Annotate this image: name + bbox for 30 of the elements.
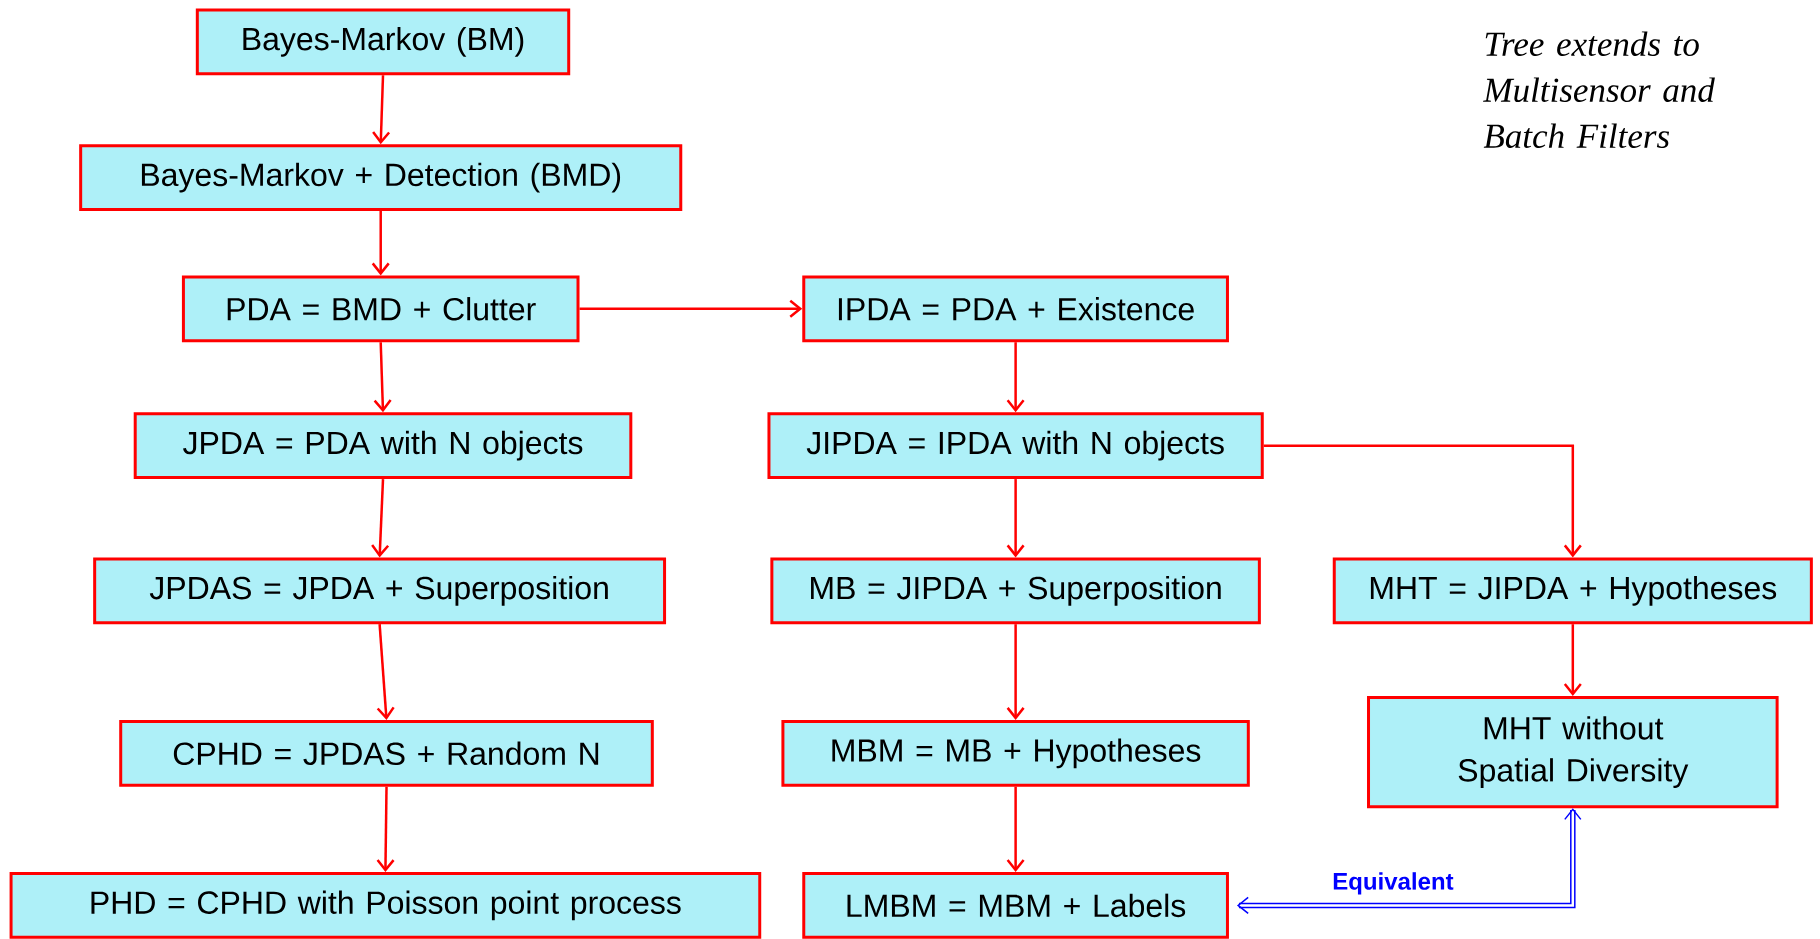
process-box: LMBM = MBM + Labels — [802, 872, 1229, 939]
arrow — [373, 342, 392, 413]
arrow — [371, 211, 390, 276]
arrow — [1006, 786, 1025, 872]
arrow — [371, 479, 390, 558]
arrow — [376, 624, 395, 720]
edge-label: Equivalent — [1333, 872, 1454, 895]
arrow — [1006, 624, 1025, 720]
process-box: JPDA = PDA with N objects — [133, 412, 633, 480]
process-box: Bayes-Markov + Detection (BMD) — [79, 144, 683, 211]
process-box: JIPDA = IPDA with N objects — [767, 412, 1264, 480]
arrow — [579, 299, 803, 318]
process-box: JPDAS = JPDA + Superposition — [93, 557, 667, 625]
arrow — [1236, 808, 1582, 915]
arrow — [1006, 479, 1025, 558]
process-box: Bayes-Markov (BM) — [195, 8, 571, 76]
arrow — [1263, 444, 1582, 558]
process-box: MB = JIPDA + Superposition — [770, 557, 1261, 625]
arrow — [372, 75, 391, 145]
process-box: PDA = BMD + Clutter — [181, 275, 580, 343]
process-box: MHT without Spatial Diversity — [1367, 696, 1779, 809]
process-box: PHD = CPHD with Poisson point process — [9, 872, 762, 939]
process-box: IPDA = PDA + Existence — [802, 275, 1229, 343]
note-text: Tree extends to Multisensor and Batch Filters — [1483, 31, 1715, 149]
arrow — [376, 786, 395, 872]
arrow — [1563, 624, 1582, 697]
process-box: CPHD = JPDAS + Random N — [119, 719, 654, 787]
process-box: MBM = MB + Hypotheses — [781, 719, 1250, 787]
process-box: MHT = JIPDA + Hypotheses — [1332, 557, 1813, 625]
arrow — [1006, 342, 1025, 413]
